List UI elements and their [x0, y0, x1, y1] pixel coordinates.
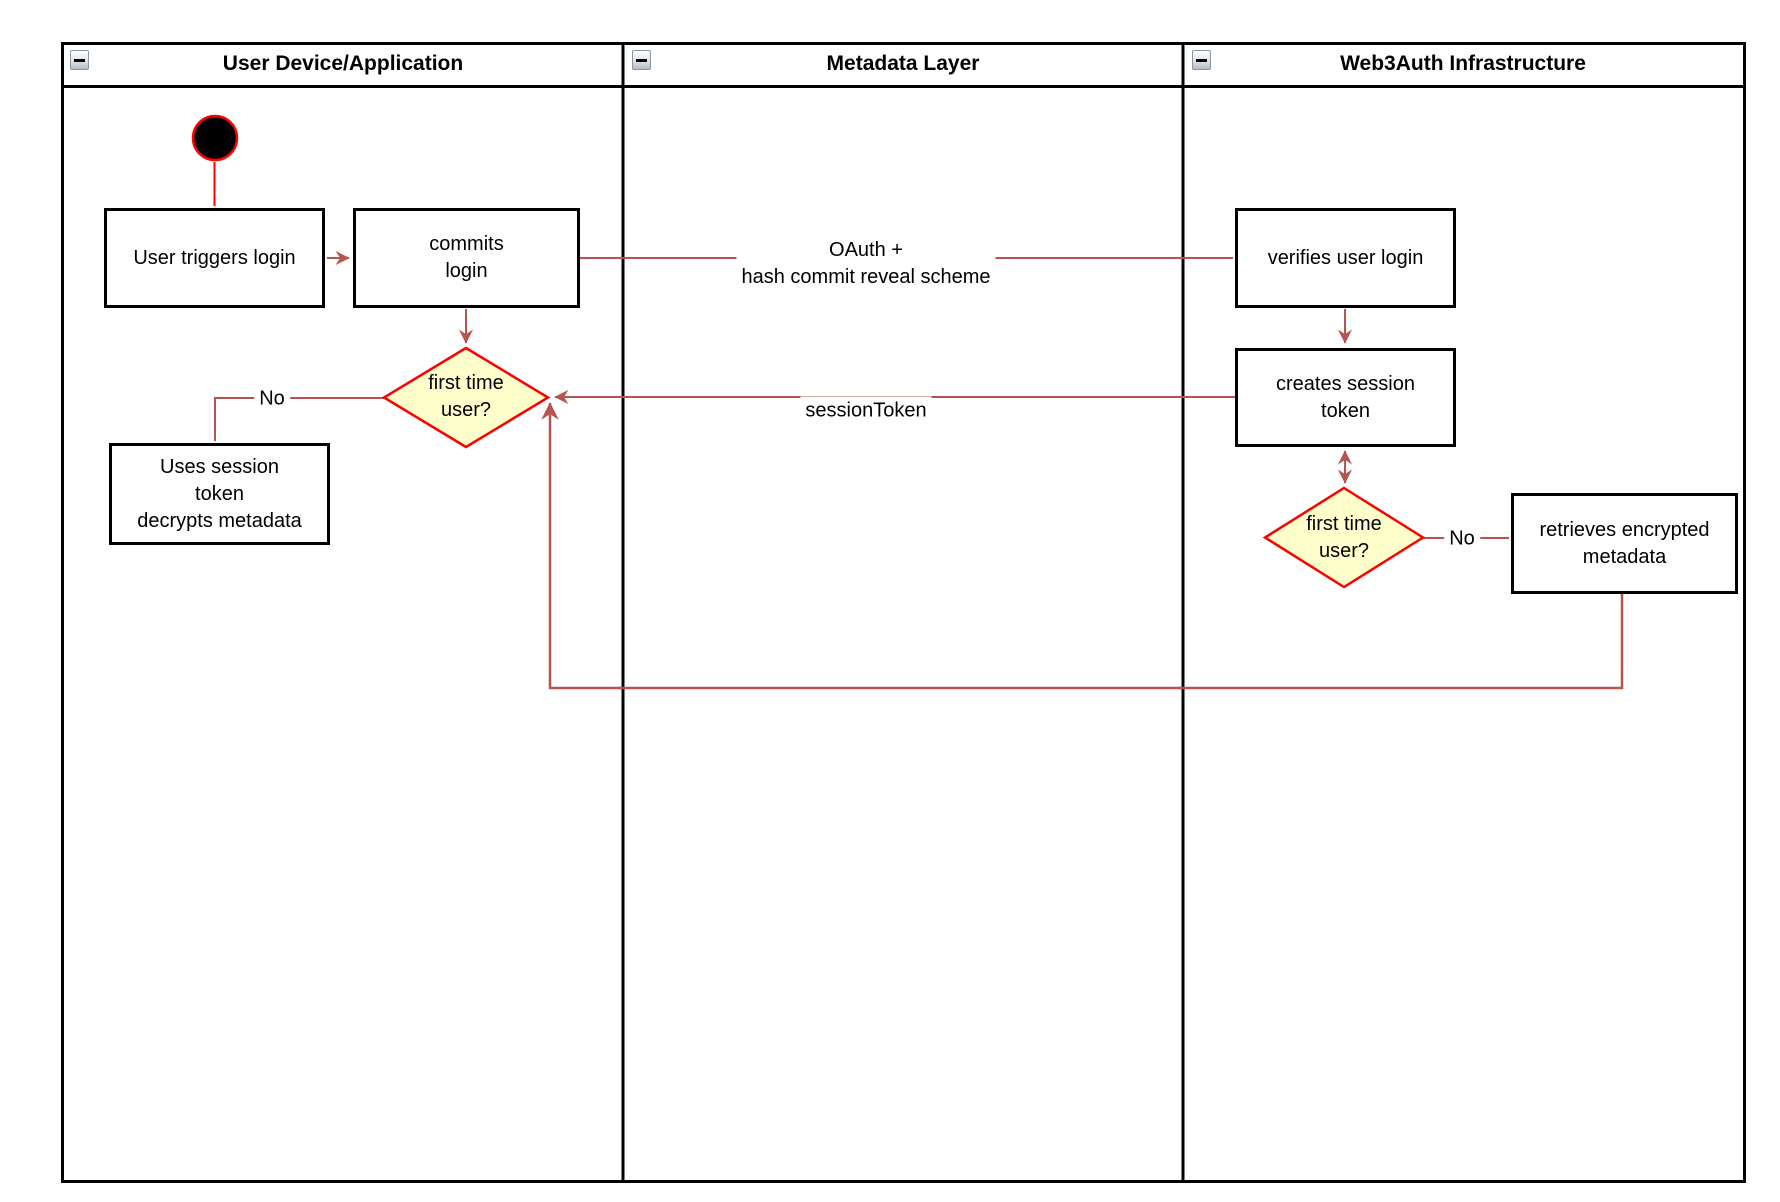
node-creates-session-token[interactable]: creates session token [1235, 348, 1456, 447]
edge-label-oauth-hash-commit[interactable]: OAuth + hash commit reveal scheme [736, 236, 996, 292]
node-label: User triggers login [133, 246, 296, 269]
collapse-minus-icon[interactable] [1192, 50, 1211, 70]
node-uses-session-token-decrypts-metadata[interactable]: Uses session token decrypts metadata [109, 443, 330, 545]
edge-label-session-token[interactable]: sessionToken [800, 396, 932, 426]
edge-label-no-user-device[interactable]: No [254, 384, 290, 414]
lane-title-web3auth-infrastructure: Web3Auth Infrastructure [1340, 52, 1586, 75]
edge-retrieves-metadata-back-to-first-time-decision[interactable] [541, 402, 1624, 690]
node-user-triggers-login[interactable]: User triggers login [104, 208, 325, 308]
node-label: Uses session token decrypts metadata [137, 455, 302, 532]
node-label: verifies user login [1267, 246, 1424, 269]
node-label: creates session token [1276, 372, 1415, 422]
collapse-minus-icon[interactable] [632, 50, 651, 70]
node-retrieves-encrypted-metadata[interactable]: retrieves encrypted metadata [1511, 493, 1738, 594]
lane-title-user-device: User Device/Application [222, 52, 464, 75]
decision-label-web3auth: first time user? [1306, 513, 1382, 562]
decision-first-time-user-device[interactable] [381, 346, 551, 449]
edge-label-no-web3auth[interactable]: No [1444, 524, 1480, 554]
collapse-minus-icon[interactable] [70, 50, 89, 70]
node-label: retrieves encrypted metadata [1539, 518, 1710, 568]
node-commits-login[interactable]: commits login [353, 208, 580, 308]
edge-no-to-uses-session-token[interactable] [214, 397, 385, 441]
node-label: commits login [429, 233, 504, 282]
lane-title-metadata-layer: Metadata Layer [826, 52, 980, 75]
node-verifies-user-login[interactable]: verifies user login [1235, 208, 1456, 308]
start-state-circle[interactable] [191, 114, 239, 162]
decision-first-time-user-web3auth[interactable] [1262, 486, 1426, 589]
decision-label-user-device: first time user? [428, 372, 504, 421]
swimlane-pool-border [61, 42, 1746, 1183]
